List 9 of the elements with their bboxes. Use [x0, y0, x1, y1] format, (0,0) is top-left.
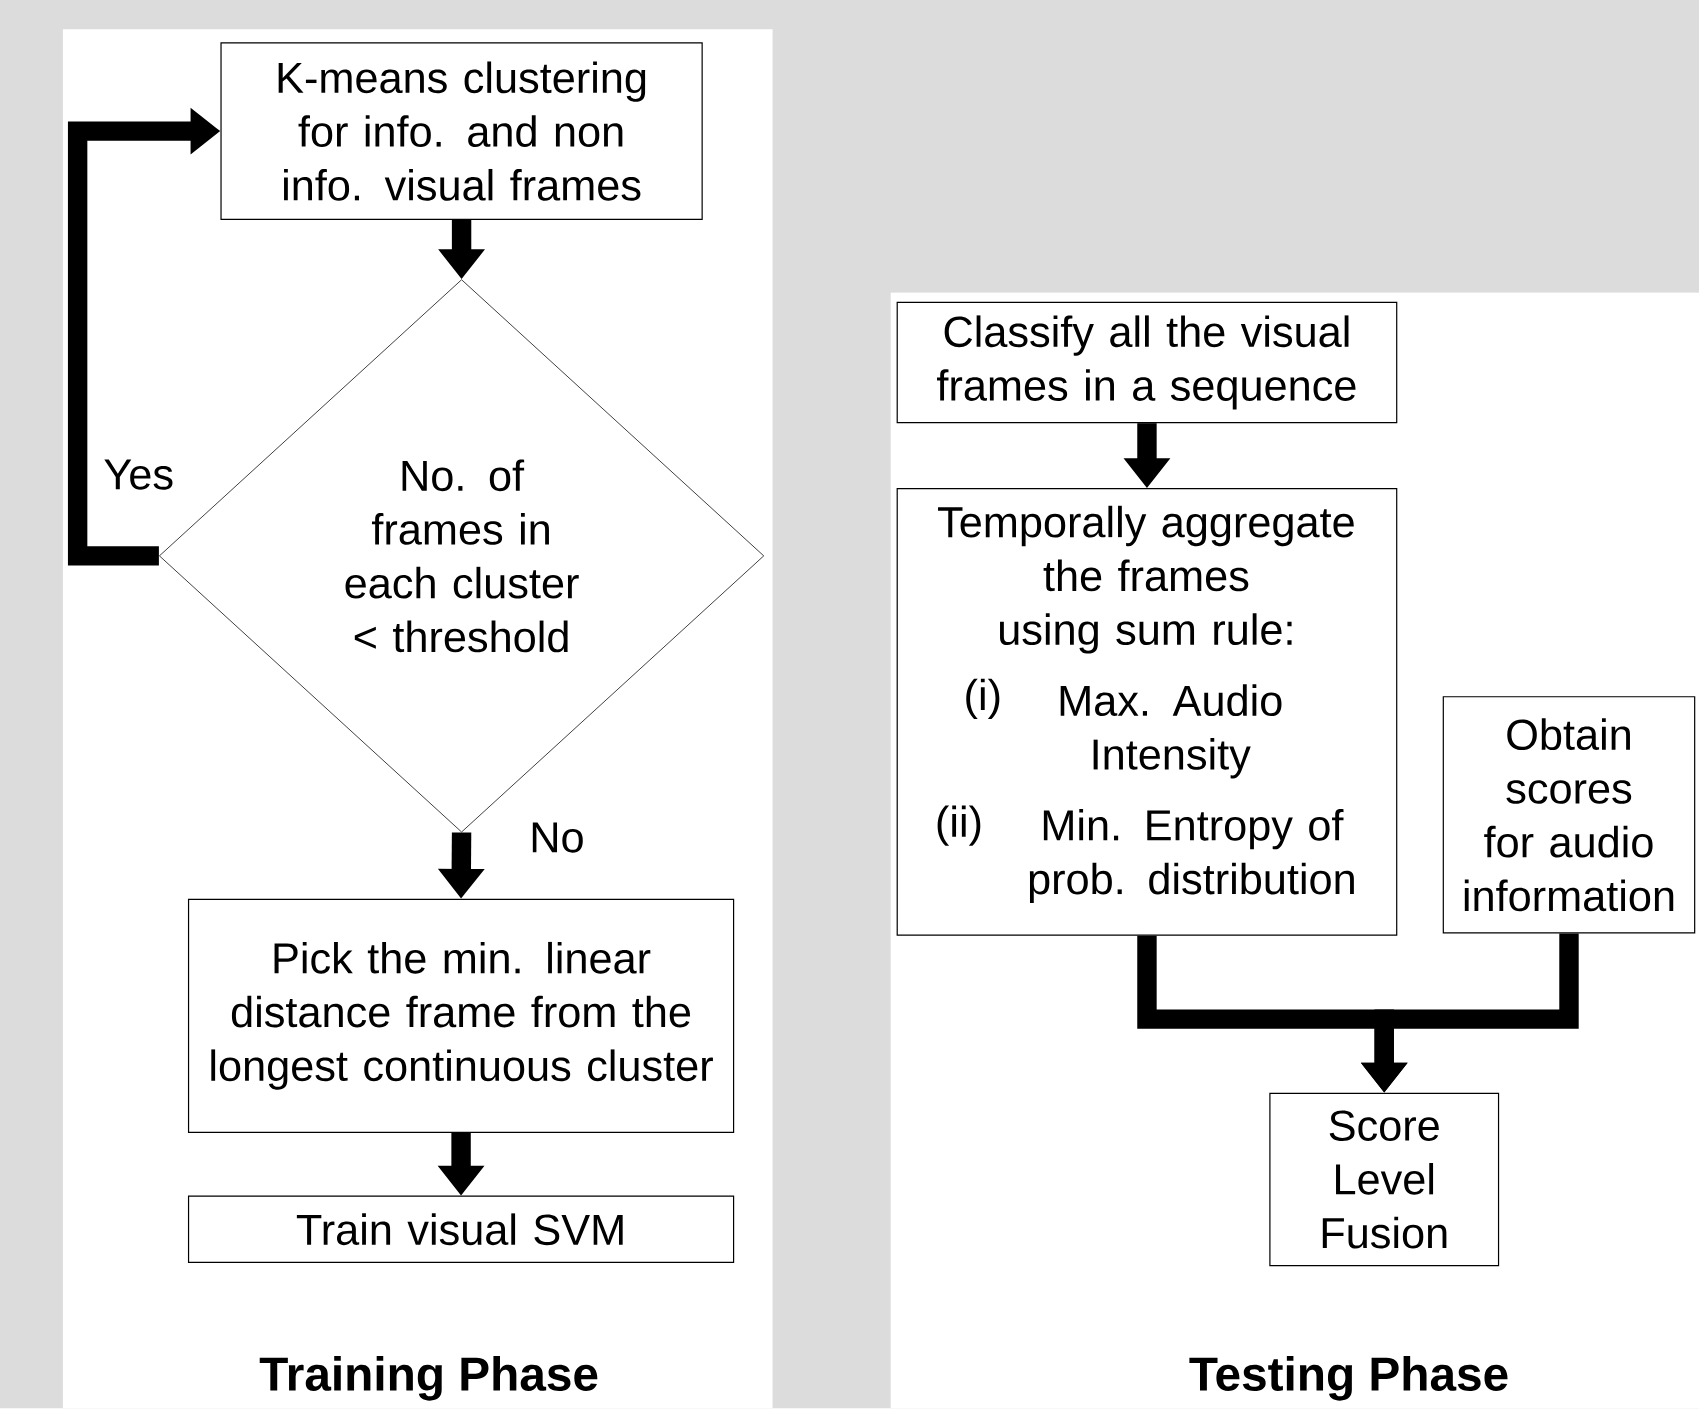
process-box: Classify all the visual frames in a sequence	[896, 301, 1398, 424]
phase-title: Testing Phase	[1189, 1356, 1508, 1401]
process-box: Pick the min. linear distance frame from the longest continuous cluster	[187, 898, 735, 1134]
process-box: Temporally aggregate the frames using sum rule: (i) Max. Audio Intensity (ii) Min. Entropy of prob. distribution	[896, 488, 1398, 936]
process-box: Obtain scores for audio information	[1442, 696, 1696, 934]
phase-title: Training Phase	[259, 1356, 598, 1401]
process-box: Train visual SVM	[187, 1195, 735, 1264]
process-box: K-means clustering for info. and non info. visual frames	[220, 42, 703, 221]
process-box: Score Level Fusion	[1269, 1092, 1500, 1267]
